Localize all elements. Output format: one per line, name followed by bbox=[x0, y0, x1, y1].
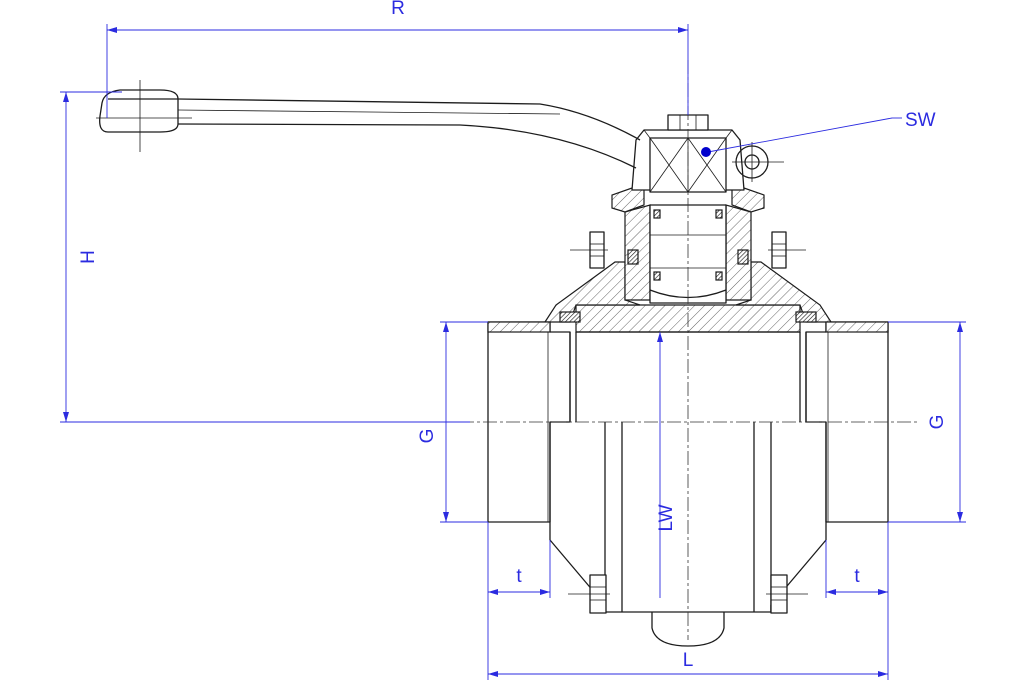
dimensions bbox=[60, 24, 966, 680]
left-body-seal bbox=[559, 311, 581, 323]
right-body-seal bbox=[795, 311, 817, 323]
dim-label-t-left: t bbox=[516, 566, 522, 587]
handle-head bbox=[611, 114, 784, 213]
dim-label-r: R bbox=[391, 0, 405, 19]
sw-marker-dot bbox=[701, 147, 711, 157]
dim-label-h: H bbox=[78, 250, 99, 264]
upper-right-bolt bbox=[768, 231, 806, 269]
lever-grip-end bbox=[99, 89, 179, 133]
dim-label-l: L bbox=[683, 650, 694, 671]
lower-left-bolt bbox=[568, 574, 610, 614]
dim-label-g-right: G bbox=[927, 415, 948, 430]
lever-handle bbox=[96, 80, 641, 169]
valve-body bbox=[487, 321, 889, 647]
dim-label-t-right: t bbox=[854, 566, 860, 587]
dim-label-g-left: G bbox=[417, 429, 438, 444]
bottom-boss bbox=[651, 612, 725, 647]
dimension-arrows bbox=[63, 27, 963, 677]
dim-label-lw: LW bbox=[656, 504, 677, 531]
dim-label-sw: SW bbox=[905, 110, 936, 131]
lower-right-bolt bbox=[766, 574, 808, 614]
upper-left-bolt bbox=[570, 231, 608, 269]
